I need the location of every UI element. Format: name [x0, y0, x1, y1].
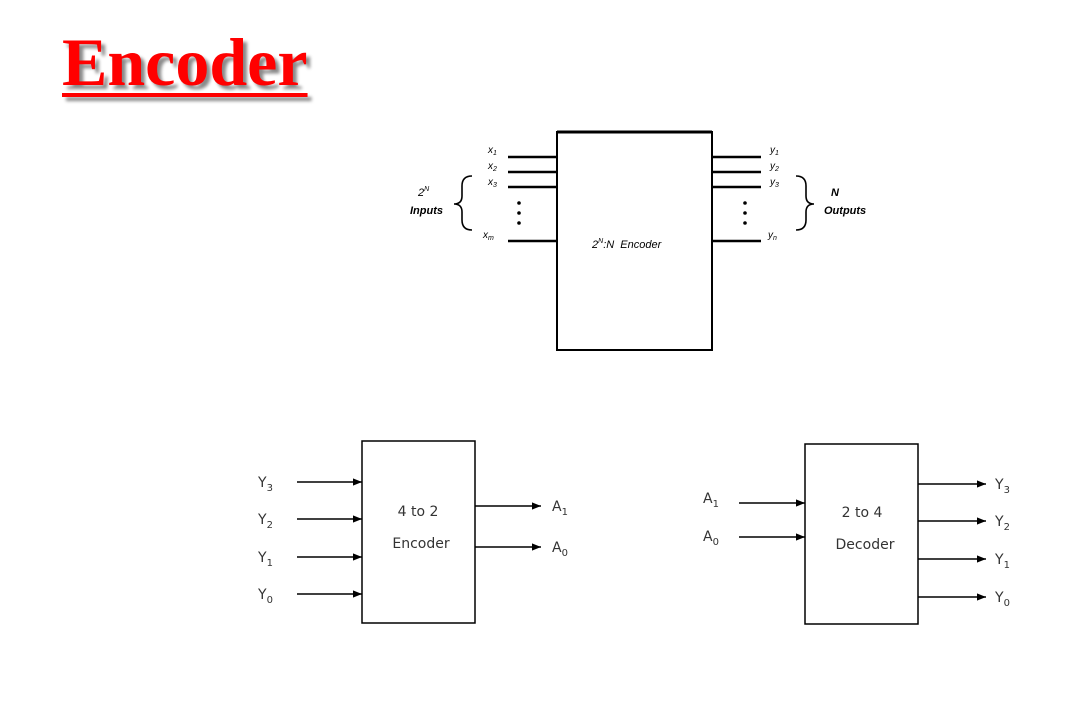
generic-input-label: x2 — [487, 161, 497, 173]
decoder-title-line2: Decoder — [836, 537, 895, 553]
encoder-input-label: Y3 — [257, 475, 273, 494]
generic-output-label: y3 — [769, 177, 779, 189]
decoder-output-label: Y3 — [994, 477, 1010, 496]
inputs-count-label: 2N — [417, 186, 430, 199]
page-title: Encoder — [62, 24, 308, 100]
encoder-4to2: Y3 Y2 Y1 Y0 A1 A0 4 to 2 Encoder — [257, 440, 568, 624]
generic-encoder: x1 x2 x3 xm y1 y2 y3 yn 2N Inputs N Outp… — [410, 130, 866, 351]
output-brace — [795, 175, 815, 231]
generic-output-label: y1 — [769, 145, 779, 157]
decoder-output-label: Y1 — [994, 552, 1010, 571]
inputs-word-label: Inputs — [410, 205, 443, 217]
decoder-output-label: Y2 — [994, 514, 1010, 533]
input-brace — [453, 175, 473, 231]
decoder-2to4: A1 A0 Y3 Y2 Y1 Y0 2 to 4 Decoder — [703, 443, 1010, 625]
encoder-input-label: Y0 — [257, 587, 273, 606]
generic-input-label: x1 — [487, 145, 497, 157]
decoder-input-label: A1 — [703, 491, 719, 510]
decoder-2to4-box — [804, 443, 919, 625]
decoder-output-label: Y0 — [994, 590, 1010, 609]
generic-output-label: y2 — [769, 161, 779, 173]
generic-input-label: xm — [482, 230, 494, 242]
generic-encoder-label: 2N:N Encoder — [591, 238, 663, 251]
outputs-count-label: N — [831, 187, 840, 199]
decoder-input-label: A0 — [703, 529, 719, 548]
outputs-word-label: Outputs — [824, 205, 866, 217]
encoder-title-line2: Encoder — [392, 536, 449, 552]
generic-input-label: x3 — [487, 177, 497, 189]
encoder-output-label: A1 — [552, 499, 568, 518]
encoder-input-label: Y1 — [257, 550, 273, 569]
generic-encoder-box — [556, 131, 713, 351]
encoder-title-line1: 4 to 2 — [398, 504, 439, 520]
output-ellipsis — [743, 201, 747, 225]
decoder-title-line1: 2 to 4 — [842, 505, 883, 521]
encoder-output-label: A0 — [552, 540, 568, 559]
generic-output-label: yn — [767, 230, 777, 242]
encoder-4to2-box — [361, 440, 476, 624]
input-ellipsis — [517, 201, 521, 225]
encoder-input-label: Y2 — [257, 512, 273, 531]
